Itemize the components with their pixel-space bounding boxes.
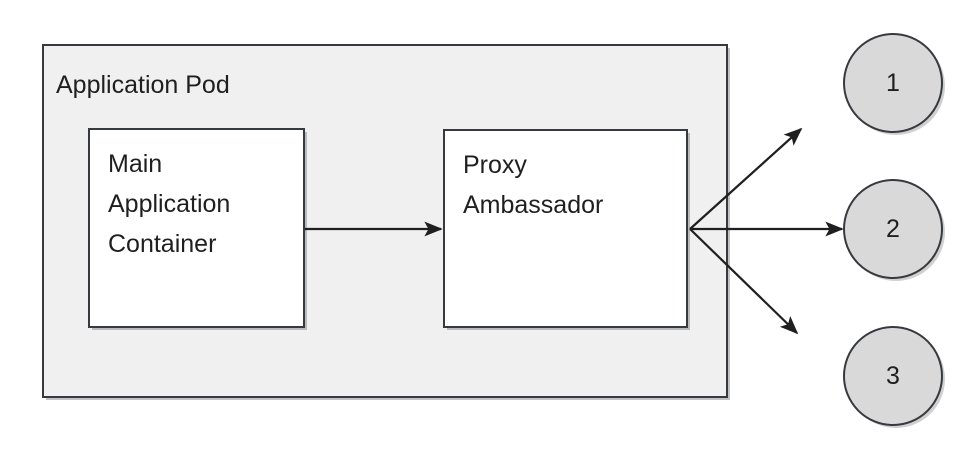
node-circle-2: 2: [843, 179, 943, 279]
node-circle-1-label: 1: [886, 68, 900, 97]
proxy-ambassador-box: Proxy Ambassador: [443, 129, 688, 328]
main-application-container-box: Main Application Container: [88, 128, 305, 328]
node-circle-2-label: 2: [886, 214, 900, 243]
node-circle-3-label: 3: [886, 361, 900, 390]
node-circle-1: 1: [843, 33, 943, 133]
proxy-ambassador-label: Proxy Ambassador: [463, 151, 604, 219]
node-circle-3: 3: [843, 326, 943, 426]
application-pod-label: Application Pod: [56, 71, 230, 99]
main-application-container-label: Main Application Container: [108, 150, 231, 258]
